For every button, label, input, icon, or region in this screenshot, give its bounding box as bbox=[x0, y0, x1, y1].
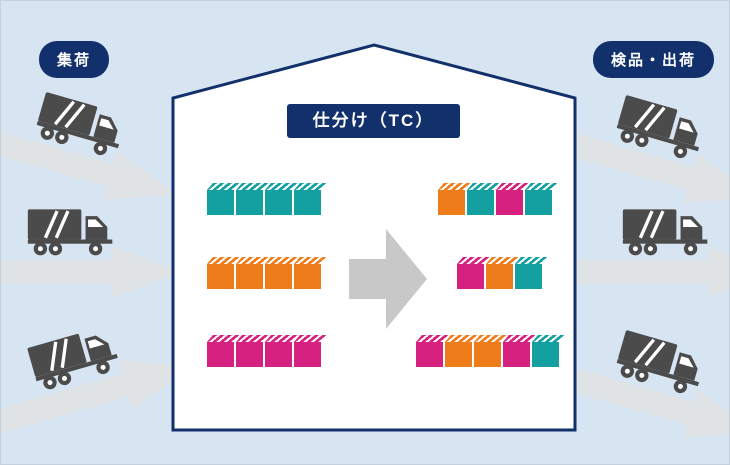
truck-icon bbox=[32, 88, 135, 163]
truck-icon bbox=[27, 206, 119, 258]
box-orange bbox=[474, 335, 507, 367]
flow-arrow-icon bbox=[522, 354, 729, 438]
outbound-flow-middle bbox=[536, 206, 729, 300]
box-orange bbox=[486, 257, 519, 289]
box-orange bbox=[236, 257, 269, 289]
flow-arrow-icon bbox=[1, 116, 177, 200]
box-teal bbox=[207, 183, 240, 215]
outbound-flow-bottom bbox=[518, 303, 729, 460]
box-teal bbox=[236, 183, 269, 215]
outbound-box-row-1 bbox=[438, 183, 558, 215]
outbound-flow-top bbox=[518, 68, 729, 225]
box-teal bbox=[525, 183, 558, 215]
inbound-box-row-2 bbox=[207, 257, 327, 289]
box-magenta bbox=[265, 335, 298, 367]
inbound-flow-middle bbox=[1, 206, 181, 300]
truck-icon bbox=[622, 209, 708, 256]
truck-icon bbox=[616, 95, 700, 159]
transfer-arrow-icon bbox=[349, 229, 427, 329]
pickup-badge: 集荷 bbox=[39, 41, 110, 78]
flow-arrow-icon bbox=[536, 246, 729, 298]
flow-arrow-icon bbox=[1, 360, 192, 444]
box-magenta bbox=[207, 335, 240, 367]
truck-icon bbox=[36, 92, 120, 156]
truck-icon bbox=[27, 209, 113, 256]
box-teal bbox=[532, 335, 565, 367]
inbound-box-row-1 bbox=[207, 183, 327, 215]
box-orange bbox=[207, 257, 240, 289]
outbound-box-row-2 bbox=[457, 257, 548, 289]
truck-icon bbox=[612, 91, 715, 166]
inbound-flow-bottom bbox=[1, 303, 199, 460]
box-teal bbox=[515, 257, 548, 289]
truck-icon bbox=[27, 333, 118, 390]
truck-icon bbox=[612, 326, 715, 401]
box-magenta bbox=[236, 335, 269, 367]
box-teal bbox=[265, 183, 298, 215]
box-teal bbox=[294, 183, 327, 215]
box-orange bbox=[445, 335, 478, 367]
inbound-box-row-3 bbox=[207, 335, 327, 367]
inbound-flow-top bbox=[1, 65, 194, 222]
truck-icon bbox=[616, 330, 700, 394]
flow-arrow-icon bbox=[522, 119, 729, 203]
box-orange bbox=[438, 183, 471, 215]
flow-arrow-icon bbox=[1, 246, 181, 298]
outbound-box-row-3 bbox=[416, 335, 565, 367]
sorting-tc-label: 仕分け（TC） bbox=[287, 104, 460, 138]
box-magenta bbox=[416, 335, 449, 367]
truck-icon bbox=[25, 320, 128, 395]
box-magenta bbox=[496, 183, 529, 215]
box-teal bbox=[467, 183, 500, 215]
inspection-shipping-badge: 検品・出荷 bbox=[593, 41, 715, 78]
truck-icon bbox=[622, 206, 714, 258]
box-magenta bbox=[294, 335, 327, 367]
box-orange bbox=[265, 257, 298, 289]
box-magenta bbox=[457, 257, 490, 289]
box-magenta bbox=[503, 335, 536, 367]
box-orange bbox=[294, 257, 327, 289]
